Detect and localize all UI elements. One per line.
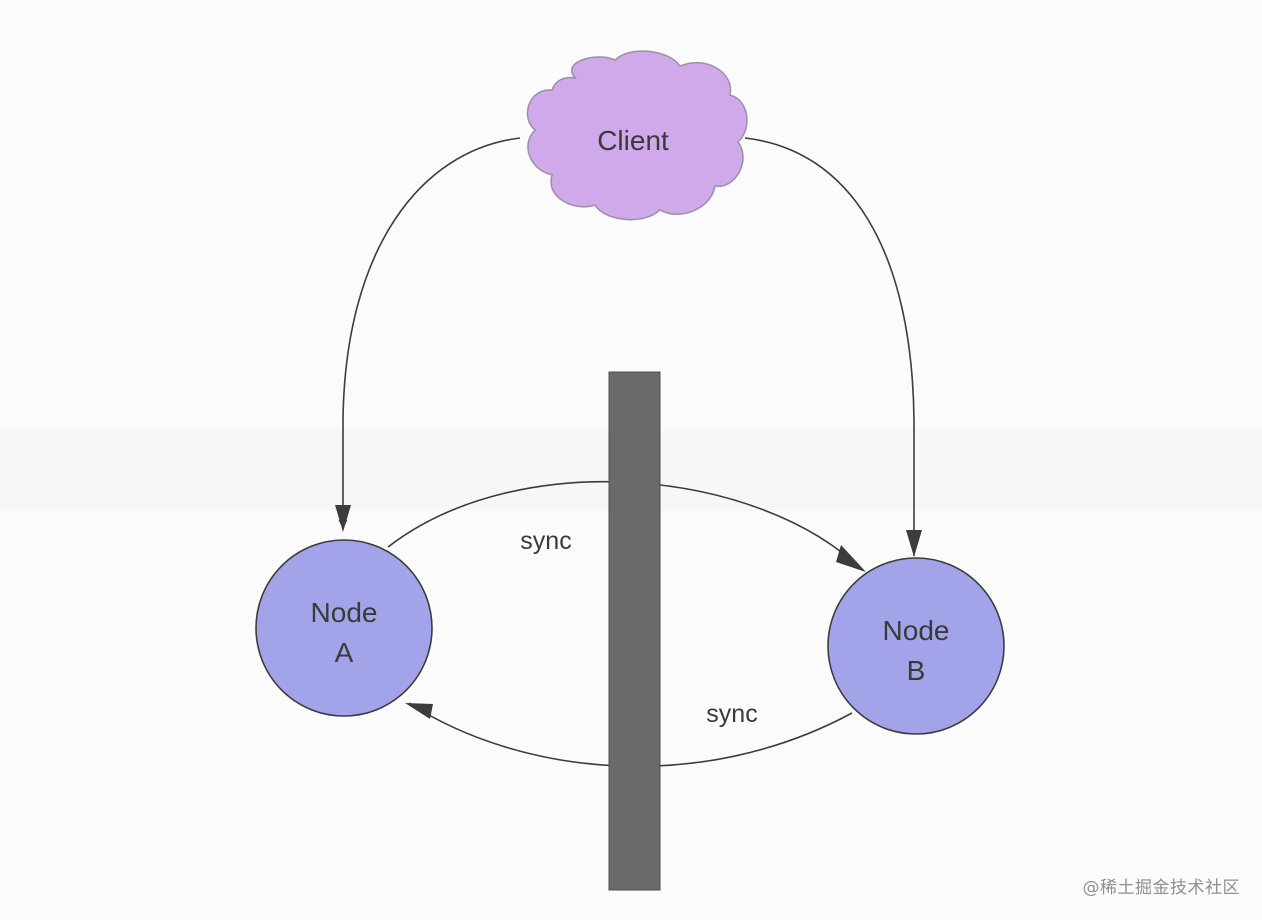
node-b: Node B: [827, 557, 1005, 735]
cloud-icon: [526, 50, 748, 221]
arrowhead-node-b-top: [906, 530, 922, 557]
watermark: @稀土掘金技术社区: [1082, 878, 1240, 898]
edge-client-to-node-b: [744, 137, 915, 556]
arrowhead-node-b-left: [836, 545, 866, 572]
node-a-label-line1: Node: [311, 597, 378, 628]
node-b-label-line1: Node: [883, 615, 950, 646]
arrowhead-node-a-top: [335, 505, 351, 532]
arrowhead-node-a-right: [405, 703, 433, 719]
partition-wall: [608, 371, 661, 891]
node-b-label-line2: B: [907, 655, 926, 686]
node-a-circle: [255, 539, 433, 717]
node-a: Node A: [255, 539, 433, 717]
client-label: Client: [597, 125, 669, 156]
sync-label-b-to-a: sync: [706, 700, 757, 728]
node-b-circle: [827, 557, 1005, 735]
client-cloud: Client: [526, 50, 748, 221]
edge-client-to-node-a: [338, 137, 521, 529]
sync-label-a-to-b: sync: [520, 527, 571, 555]
node-a-label-line2: A: [335, 637, 354, 668]
